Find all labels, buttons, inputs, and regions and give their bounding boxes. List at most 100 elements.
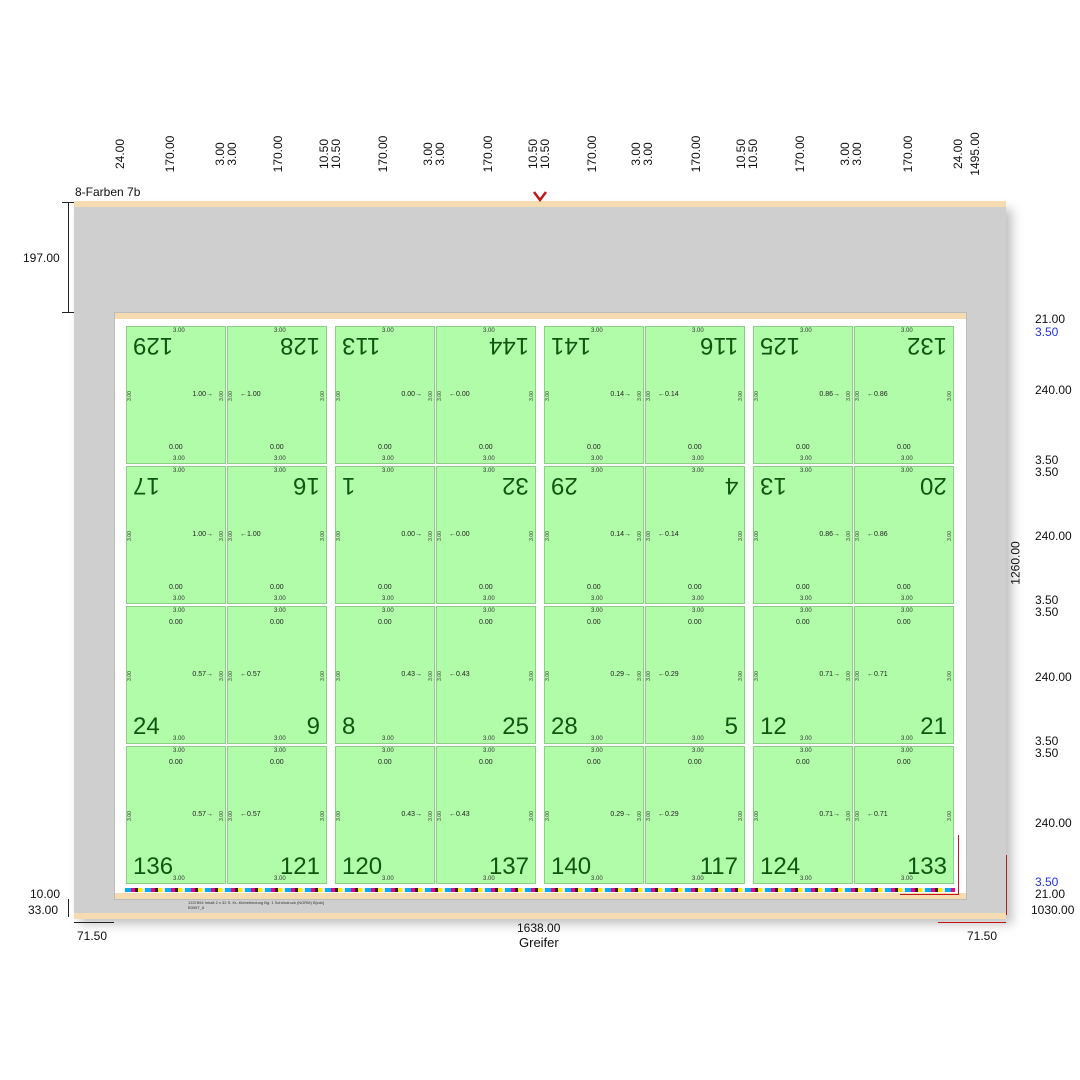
page-zero: 0.00 [378, 619, 392, 626]
page-number: 12 [760, 713, 787, 740]
page-bleed: 0.14→ [610, 531, 631, 538]
page-edge-right: 3.00 [738, 391, 745, 401]
page-edge-left: 3.00 [854, 811, 861, 821]
page-trim-top: 3.00 [800, 328, 812, 334]
sheet-top-band [74, 201, 1006, 207]
top-dim-text: 170.00 [901, 135, 915, 173]
top-dim-text: 170.00 [793, 135, 807, 173]
page-edge-right: 3.00 [947, 531, 954, 541]
page-zero: 0.00 [479, 584, 493, 591]
page-trim-top: 3.00 [173, 748, 185, 754]
top-dim-label: 3.00 [837, 134, 877, 174]
left-bottom-a: 10.00 [30, 887, 61, 901]
page-zero: 0.00 [587, 759, 601, 766]
page-zero: 0.00 [796, 584, 810, 591]
page-trim-top: 3.00 [692, 608, 704, 614]
page-zero: 0.00 [897, 619, 911, 626]
top-dim-text: 10.50 [329, 138, 343, 170]
top-dim-text: 10.50 [746, 138, 760, 170]
page-edge-right: 3.00 [846, 531, 853, 541]
page-edge-left: 3.00 [645, 671, 652, 681]
page-trim-bottom: 3.00 [274, 876, 286, 882]
page-trim-bottom: 3.00 [483, 596, 495, 602]
right-dim-label: 1030.00 [1031, 903, 1075, 917]
page-number: 1 [342, 472, 356, 499]
page-edge-right: 3.00 [219, 811, 226, 821]
page-edge-right: 3.00 [219, 391, 226, 401]
page-trim-bottom: 3.00 [173, 456, 185, 462]
page-edge-left: 3.00 [645, 391, 652, 401]
page-edge-left: 3.00 [436, 811, 443, 821]
page-trim-top: 3.00 [382, 608, 394, 614]
page-zero: 0.00 [688, 759, 702, 766]
page-bleed: ←0.00 [449, 391, 470, 398]
page-trim-top: 3.00 [173, 608, 185, 614]
page-bleed: 1.00→ [192, 391, 213, 398]
page-trim-top: 3.00 [800, 748, 812, 754]
left-dim-line [68, 202, 69, 312]
page-trim-bottom: 3.00 [591, 596, 603, 602]
top-dim-label: 3.00 [420, 134, 460, 174]
top-dim-label: 170.00 [888, 134, 928, 174]
page-trim-bottom: 3.00 [800, 596, 812, 602]
page-edge-left: 3.00 [227, 391, 234, 401]
right-dim-label: 3.50 [1035, 325, 1059, 339]
right-dim-label: 3.50 [1035, 734, 1059, 748]
page-zero: 0.00 [897, 759, 911, 766]
page-zero: 0.00 [479, 759, 493, 766]
page-zero: 0.00 [479, 619, 493, 626]
page-edge-right: 3.00 [738, 531, 745, 541]
page-trim-bottom: 3.00 [692, 596, 704, 602]
page-edge-left: 3.00 [753, 671, 760, 681]
page-zero: 0.00 [270, 584, 284, 591]
page-edge-left: 3.00 [854, 531, 861, 541]
page-bleed: 0.71→ [819, 671, 840, 678]
page-edge-left: 3.00 [126, 531, 133, 541]
page-trim-top: 3.00 [173, 468, 185, 474]
page-trim-top: 3.00 [274, 608, 286, 614]
page-edge-right: 3.00 [637, 811, 644, 821]
page-bleed: 0.71→ [819, 811, 840, 818]
page-trim-bottom: 3.00 [901, 456, 913, 462]
page-trim-top: 3.00 [800, 468, 812, 474]
page-number: 116 [699, 332, 738, 359]
page-number: 8 [342, 713, 356, 740]
page-trim-bottom: 3.00 [274, 596, 286, 602]
page-edge-left: 3.00 [645, 531, 652, 541]
page-trim-top: 3.00 [483, 608, 495, 614]
page-edge-left: 3.00 [753, 531, 760, 541]
page-bleed: ←0.71 [867, 811, 888, 818]
page-zero: 0.00 [169, 759, 183, 766]
page-bleed: 0.86→ [819, 391, 840, 398]
inner-red-hline [900, 894, 958, 895]
page-edge-left: 3.00 [227, 671, 234, 681]
page-bleed: ←0.86 [867, 391, 888, 398]
right-dim-label: 3.50 [1035, 746, 1059, 760]
page-edge-left: 3.00 [335, 531, 342, 541]
page-edge-left: 3.00 [645, 811, 652, 821]
page-edge-right: 3.00 [320, 391, 327, 401]
page-zero: 0.00 [688, 584, 702, 591]
page-number: 113 [342, 332, 381, 359]
page-edge-left: 3.00 [544, 391, 551, 401]
page-trim-top: 3.00 [591, 468, 603, 474]
page-zero: 0.00 [796, 759, 810, 766]
page-trim-bottom: 3.00 [692, 456, 704, 462]
page-bleed: 0.29→ [610, 671, 631, 678]
page-edge-left: 3.00 [544, 811, 551, 821]
page-bleed: 0.29→ [610, 811, 631, 818]
left-bottom-b: 33.00 [28, 903, 59, 917]
page-number: 9 [306, 713, 320, 740]
page-bleed: 0.00→ [401, 391, 422, 398]
